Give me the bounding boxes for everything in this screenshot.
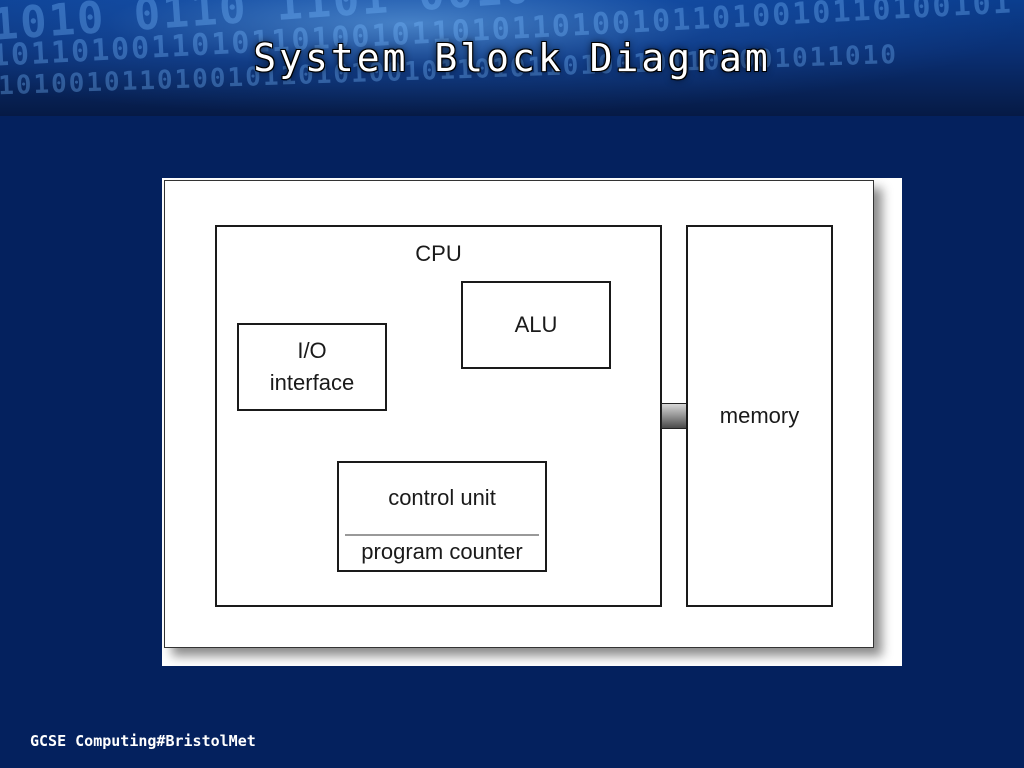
- control-unit-label: control unit: [388, 485, 496, 510]
- diagram-image: CPU ALU I/O interface control unit progr…: [162, 178, 902, 666]
- memory-label: memory: [719, 403, 800, 428]
- footer-text: GCSE Computing#BristolMet: [30, 732, 256, 750]
- io-interface-block: I/O interface: [237, 323, 387, 411]
- control-unit-block: control unit program counter: [337, 461, 547, 572]
- io-label-line2: interface: [269, 370, 355, 395]
- memory-block: memory: [686, 225, 833, 607]
- io-label-line1: I/O: [297, 338, 327, 363]
- alu-label: ALU: [514, 312, 558, 337]
- cpu-block: CPU ALU I/O interface control unit progr…: [215, 225, 662, 607]
- alu-block: ALU: [461, 281, 611, 369]
- control-unit-divider: [345, 534, 539, 536]
- cpu-label: CPU: [415, 241, 462, 266]
- program-counter-label: program counter: [361, 539, 523, 564]
- slide-title: System Block Diagram: [253, 36, 771, 80]
- header-banner: 1010 0110 1101 0010 1011 0101 1100 1001 …: [0, 0, 1024, 116]
- bus-connector: [661, 403, 687, 429]
- diagram-panel: CPU ALU I/O interface control unit progr…: [164, 180, 874, 648]
